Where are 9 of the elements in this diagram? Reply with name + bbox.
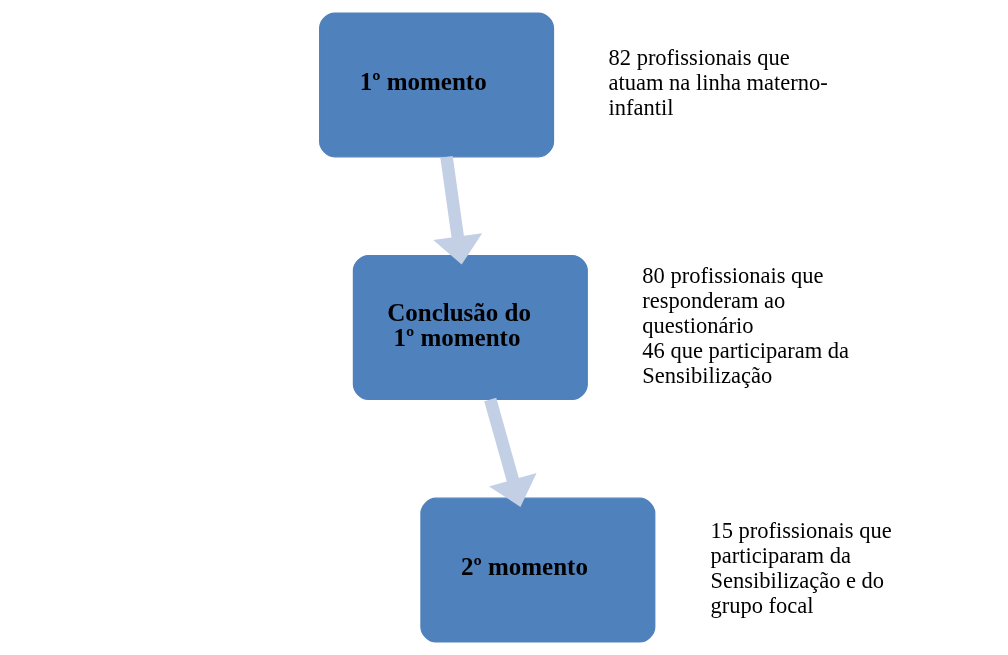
node-box: 1º momento [318, 12, 554, 158]
node-label: 15 profissionais que participaram da Sensibilização e do grupo focal [709, 518, 892, 619]
node-box: Conclusão do 1º momento [352, 254, 588, 401]
arrow [483, 397, 537, 507]
node-label: 46 que participaram da Sensibilização [641, 338, 849, 389]
node-label: 82 profissionais que atuam na linha materno-infantil [608, 45, 828, 121]
node-label: 80 profissionais que responderam ao questionário [641, 262, 824, 338]
arrow [432, 156, 482, 265]
node-box: 2º momento [419, 497, 655, 643]
